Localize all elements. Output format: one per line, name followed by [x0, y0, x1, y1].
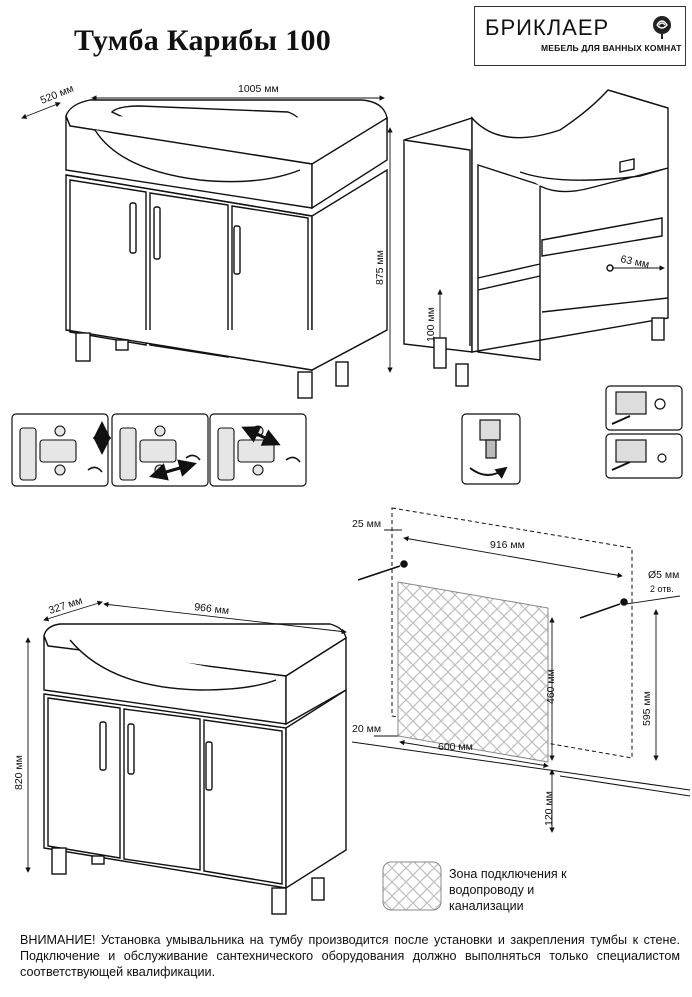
- dimension-lines-mount: [374, 529, 681, 833]
- cabinet-open-view: [403, 89, 669, 387]
- width-label-top: 1005 мм: [238, 83, 279, 95]
- brand-name: БРИКЛАЕР: [485, 15, 610, 40]
- floor-gap-label: 120 мм: [543, 791, 555, 826]
- rose-icon: [653, 16, 671, 39]
- dimension-lines-base: [25, 600, 347, 873]
- legend-swatch: [382, 861, 442, 911]
- height-label-base: 820 мм: [13, 755, 25, 790]
- legend-text: Зона подключения к водопроводу и канализ…: [449, 867, 567, 913]
- zone-width-label: 600 мм: [438, 741, 473, 753]
- offset-label: 25 мм: [352, 518, 381, 530]
- adjust-arrow-icon: [87, 421, 301, 481]
- mounting-scheme: [351, 507, 691, 797]
- width-label-base: 966 мм: [194, 601, 230, 617]
- brand-tagline: МЕБЕЛЬ ДЛЯ ВАННЫХ КОМНАТ: [541, 43, 682, 53]
- leg-height-label: 100 мм: [425, 307, 437, 342]
- overall-height-label: 595 мм: [641, 691, 653, 726]
- brand-logo: БРИКЛАЕР МЕБЕЛЬ ДЛЯ ВАННЫХ КОМНАТ: [474, 6, 686, 66]
- side-gap-label: 63 мм: [619, 253, 650, 271]
- span-label: 916 мм: [490, 539, 525, 551]
- cabinet-front-view: [65, 99, 388, 399]
- page-title: Тумба Карибы 100: [74, 24, 332, 57]
- wall-bracket-panels: [605, 385, 683, 479]
- hole-diameter-label: Ø5 мм: [648, 569, 679, 581]
- depth-label-top: 520 мм: [39, 83, 76, 107]
- hole-count-label: 2 отв.: [650, 584, 674, 594]
- dimension-lines-open: [437, 265, 665, 338]
- notice-text: ВНИМАНИЕ! Установка умывальника на тумбу…: [20, 933, 680, 979]
- cabinet-base-view: [43, 623, 347, 915]
- left-gap-label: 20 мм: [352, 723, 381, 735]
- leg-adjust-panel: [461, 413, 521, 485]
- dimension-lines-top: [21, 95, 393, 373]
- height-label-top: 875 мм: [374, 250, 386, 285]
- zone-height-label: 460 мм: [545, 669, 557, 704]
